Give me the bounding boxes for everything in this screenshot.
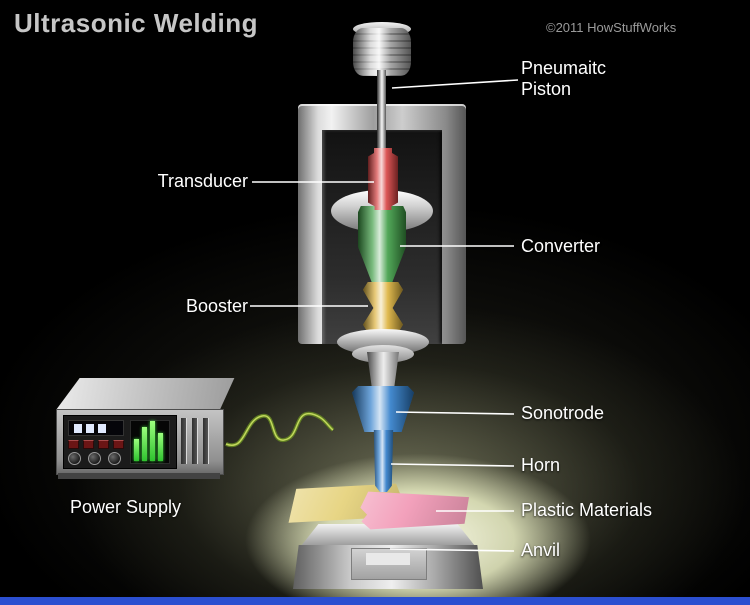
label-sonotrode: Sonotrode	[521, 403, 605, 423]
page-title: Ultrasonic Welding	[14, 8, 258, 38]
meter-bar	[150, 421, 155, 461]
bottom-border-bar	[0, 597, 750, 605]
vent-slot	[192, 418, 197, 464]
panel-button	[113, 440, 124, 449]
power-supply-control-panel	[63, 415, 177, 469]
panel-button	[83, 440, 94, 449]
leader-line-piston	[391, 79, 519, 89]
piston-rod	[377, 70, 386, 154]
sonotrode-component	[352, 386, 414, 432]
label-booster: Booster	[185, 296, 248, 316]
meter-bar	[142, 427, 147, 461]
label-transducer: Transducer	[157, 171, 248, 191]
pneumatic-piston-cylinder	[353, 28, 411, 76]
anvil-base	[293, 545, 483, 589]
horn-component	[373, 430, 394, 492]
power-supply-buttons	[68, 440, 124, 449]
label-anvil: Anvil	[521, 540, 561, 560]
label-converter: Converter	[521, 236, 601, 256]
power-cable	[225, 411, 335, 448]
power-supply-front-panel	[56, 409, 224, 475]
control-knob	[108, 452, 121, 465]
anvil-weld-zone	[351, 548, 427, 580]
label-plastic-materials: Plastic Materials	[521, 500, 653, 520]
panel-button	[98, 440, 109, 449]
copyright-text: ©2011 HowStuffWorks	[546, 20, 677, 35]
display-segment	[98, 423, 106, 433]
label-power-supply: Power Supply	[70, 497, 182, 517]
power-supply-top-face	[56, 378, 235, 410]
display-segment	[86, 423, 94, 433]
control-knob	[88, 452, 101, 465]
vent-slots	[181, 418, 208, 464]
meter-bar	[134, 439, 139, 461]
power-cable-highlight	[225, 413, 334, 447]
control-knob	[68, 452, 81, 465]
leader-line-horn	[390, 463, 515, 467]
level-meter	[130, 420, 170, 464]
power-supply-knobs	[68, 452, 121, 465]
anvil-weld-spot	[366, 553, 410, 565]
display-segment	[74, 423, 82, 433]
label-piston-line1: Pneumaitc	[521, 58, 607, 78]
vent-slot	[203, 418, 208, 464]
label-horn: Horn	[521, 455, 561, 475]
anvil-plate	[301, 524, 475, 546]
power-supply-unit	[56, 378, 240, 482]
transducer-component	[368, 148, 398, 210]
leader-line-sonotrode	[395, 411, 515, 415]
label-piston-line2: Piston	[521, 78, 572, 99]
vent-slot	[181, 418, 186, 464]
meter-bar	[158, 433, 163, 461]
panel-button	[68, 440, 79, 449]
label-pneumatic-piston: Pneumaitc Piston	[521, 58, 606, 99]
connector-shaft	[367, 352, 399, 390]
power-supply-base	[58, 473, 220, 479]
power-supply-display	[68, 420, 124, 436]
